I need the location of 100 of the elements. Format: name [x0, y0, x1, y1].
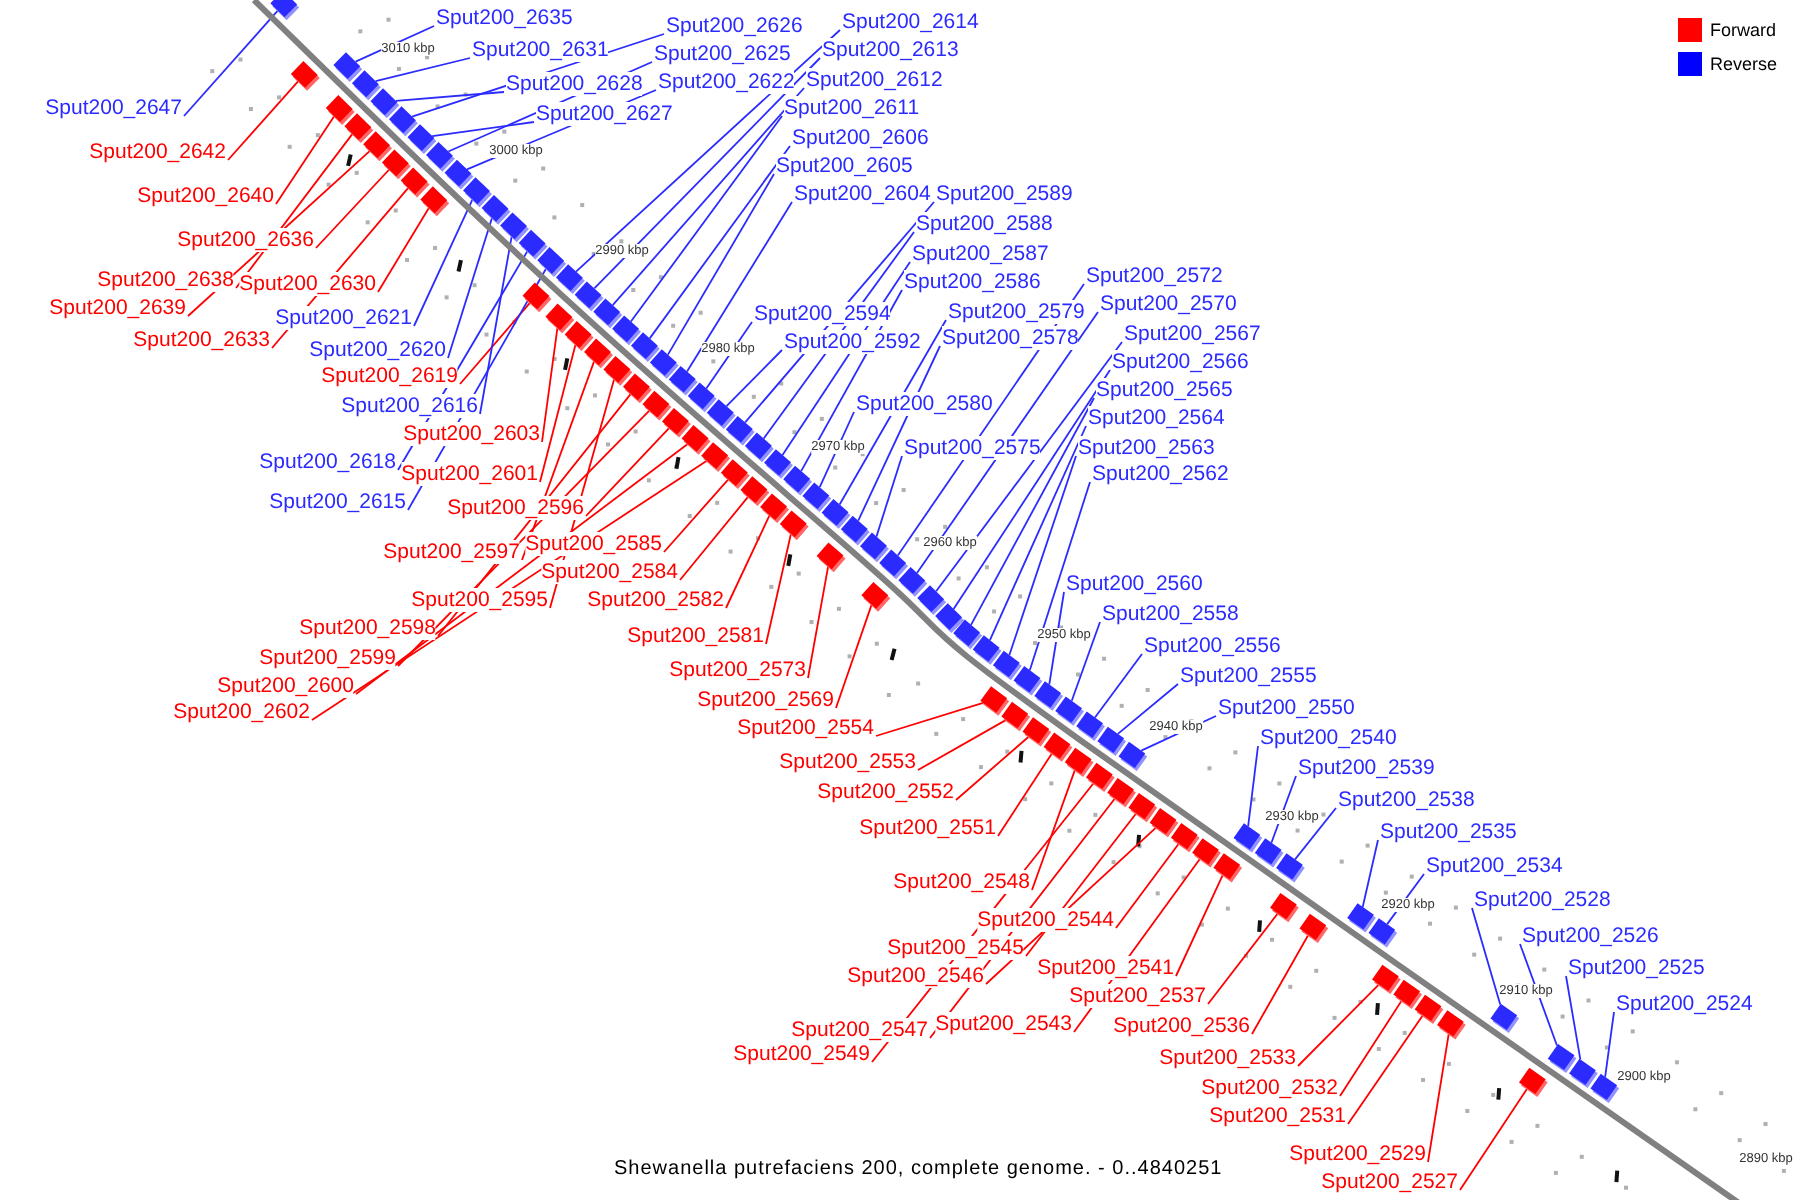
gene-block [1097, 726, 1127, 756]
gene-label: Sput200_2537 [1069, 984, 1206, 1008]
gene-block [1347, 903, 1376, 933]
gene-block [953, 619, 983, 650]
gene-block [701, 442, 731, 472]
leader-line [1519, 943, 1558, 1047]
gene-block [463, 177, 492, 208]
leader-line [1094, 653, 1143, 719]
leader-line [952, 369, 1111, 610]
gene-label: Sput200_2602 [173, 700, 310, 724]
gene-block [744, 432, 774, 463]
gene-label: Sput200_2526 [1522, 924, 1659, 948]
leader-line [835, 603, 873, 709]
gene-block [630, 332, 660, 363]
legend-label: Reverse [1710, 52, 1778, 76]
leader-line [275, 115, 336, 205]
leader-line [935, 341, 1123, 593]
gene-label: Sput200_2613 [822, 38, 959, 62]
gene-label: Sput200_2581 [627, 624, 764, 648]
leader-line [765, 532, 792, 645]
gene-block [860, 532, 889, 563]
leader-line [663, 478, 730, 553]
gene-block [574, 281, 604, 312]
leader-line [648, 145, 791, 340]
gene-block [444, 159, 474, 190]
gene-label: Sput200_2535 [1380, 820, 1517, 844]
leader-line [479, 235, 513, 415]
gene-label: Sput200_2601 [401, 462, 538, 486]
gene-label: Sput200_2584 [541, 560, 678, 584]
gene-block [1013, 666, 1043, 696]
gene-label: Sput200_2531 [1209, 1104, 1346, 1128]
gene-label: Sput200_2616 [341, 394, 478, 418]
gene-label: Sput200_2594 [754, 302, 891, 326]
leader-line [1028, 481, 1091, 672]
gene-label: Sput200_2589 [936, 182, 1073, 206]
gene-block [522, 282, 552, 313]
leader-line [630, 115, 783, 323]
gene-block [1001, 701, 1031, 732]
gene-block [1547, 1043, 1577, 1074]
gene-block [1368, 918, 1398, 948]
gene-label: Sput200_2586 [904, 270, 1041, 294]
gene-label: Sput200_2558 [1102, 602, 1239, 626]
gene-block [537, 247, 567, 277]
gene-label: Sput200_2528 [1474, 888, 1611, 912]
gene-label: Sput200_2635 [436, 6, 573, 30]
gene-block [816, 542, 846, 573]
gene-label: Sput200_2588 [916, 212, 1053, 236]
gene-block [649, 349, 679, 379]
leader-line [394, 91, 505, 102]
gene-block [898, 567, 928, 597]
gene-label: Sput200_2563 [1078, 436, 1215, 460]
gene-label: Sput200_2564 [1088, 406, 1225, 430]
gene-block [1055, 696, 1084, 726]
gene-label: Sput200_2524 [1616, 992, 1753, 1016]
leader-line [1048, 591, 1065, 686]
gene-label: Sput200_2628 [506, 72, 643, 96]
gene-block [420, 186, 450, 217]
gene-label: Sput200_2604 [794, 182, 931, 206]
leader-line [183, 9, 279, 117]
gene-label: Sput200_2642 [89, 140, 226, 164]
gene-block [802, 482, 832, 513]
gene-label: Sput200_2545 [887, 936, 1024, 960]
gene-label: Sput200_2529 [1289, 1142, 1426, 1166]
gene-block [1590, 1073, 1620, 1103]
leader-line [541, 326, 559, 443]
gene-block [370, 88, 400, 119]
gene-block [400, 167, 430, 198]
gene-label: Sput200_2525 [1568, 956, 1705, 980]
leader-line [227, 80, 300, 161]
leader-line [1031, 768, 1076, 891]
gene-label: Sput200_2565 [1096, 378, 1233, 402]
gene-label: Sput200_2536 [1113, 1014, 1250, 1038]
gene-block [1192, 838, 1221, 868]
gene-label: Sput200_2556 [1144, 634, 1281, 658]
gene-label: Sput200_2585 [525, 532, 662, 556]
leader-line [997, 752, 1053, 837]
gene-label: Sput200_2551 [859, 816, 996, 840]
leader-line [1207, 912, 1279, 1005]
leader-line [1604, 1011, 1615, 1078]
gene-block [270, 0, 300, 21]
gene-label: Sput200_2619 [321, 364, 458, 388]
leader-line [1471, 907, 1502, 1006]
gene-block [1022, 717, 1052, 747]
gene-label: Sput200_2639 [49, 296, 186, 320]
gene-label: Sput200_2582 [587, 588, 724, 612]
gene-block [740, 476, 770, 507]
leader-line [377, 206, 430, 293]
gene-label: Sput200_2532 [1201, 1076, 1338, 1100]
gene-label: Sput200_2569 [697, 688, 834, 712]
gene-block [1213, 853, 1243, 883]
leader-line [917, 719, 1008, 771]
gene-label: Sput200_2541 [1037, 956, 1174, 980]
gene-label: Sput200_2570 [1100, 292, 1237, 316]
gene-block [917, 585, 947, 615]
leader-line [679, 495, 750, 581]
gene-label: Sput200_2587 [912, 242, 1049, 266]
gene-label: Sput200_2540 [1260, 726, 1397, 750]
gene-block [1490, 1003, 1520, 1033]
gene-block [1276, 853, 1305, 883]
gene-label: Sput200_2579 [948, 300, 1085, 324]
